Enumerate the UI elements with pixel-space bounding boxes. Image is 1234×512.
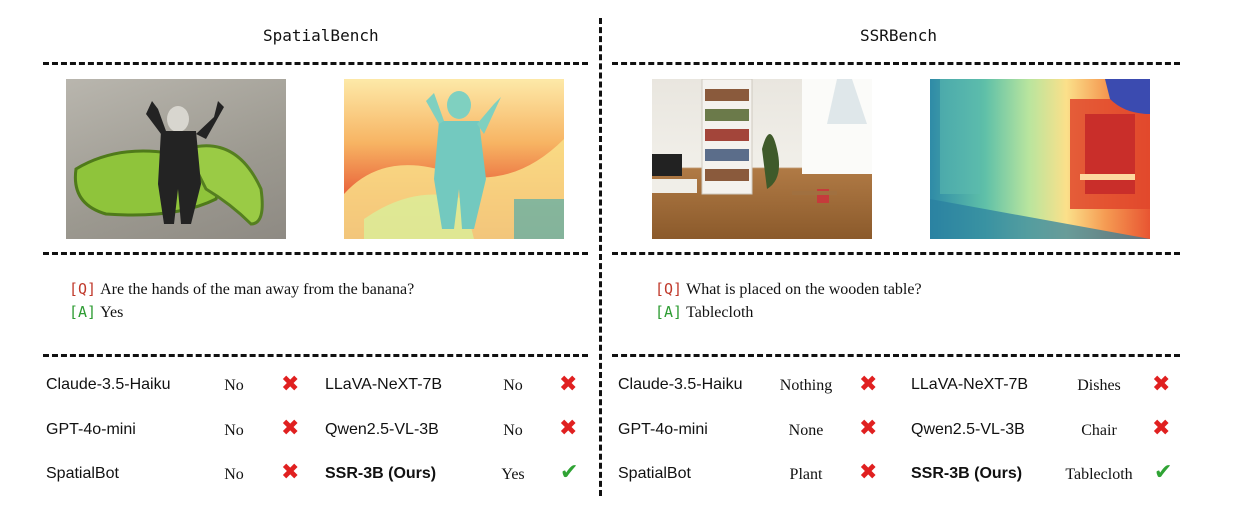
answer-tag: [A] <box>69 303 97 321</box>
model-answer: No <box>224 422 244 439</box>
model-answer: Yes <box>501 466 525 483</box>
cross-icon: ✖ <box>281 372 300 397</box>
divider-mid-left <box>43 252 588 255</box>
model-name: Claude-3.5-Haiku <box>618 376 743 393</box>
divider-mid-right <box>612 252 1180 255</box>
model-name: Claude-3.5-Haiku <box>46 376 171 393</box>
question-text: What is placed on the wooden table? <box>686 281 922 298</box>
answer-text: Yes <box>100 304 124 321</box>
model-name-ours: SSR-3B (Ours) <box>325 465 437 482</box>
model-answer: No <box>224 377 244 394</box>
model-answer: Plant <box>789 466 823 483</box>
model-name: GPT-4o-mini <box>618 421 708 438</box>
ssrbench-question: [Q]What is placed on the wooden table? <box>655 277 922 302</box>
question-tag: [Q] <box>69 280 97 298</box>
cross-icon: ✖ <box>559 416 578 441</box>
model-answer: No <box>224 466 244 483</box>
cross-icon: ✖ <box>281 460 300 485</box>
model-name: LLaVA-NeXT-7B <box>325 376 443 393</box>
model-answer: No <box>503 422 523 439</box>
cross-icon: ✖ <box>859 460 878 485</box>
banana-figure-depth-map <box>344 79 564 239</box>
question-tag: [Q] <box>655 280 683 298</box>
check-icon: ✔ <box>560 460 579 485</box>
divider-top-right <box>612 62 1180 65</box>
divider-bottom-right <box>612 354 1180 357</box>
cross-icon: ✖ <box>859 372 878 397</box>
cross-icon: ✖ <box>1152 416 1171 441</box>
living-room-photo <box>652 79 872 239</box>
spatialbench-answer: [A]Yes <box>69 300 123 325</box>
model-name: Qwen2.5-VL-3B <box>325 421 439 438</box>
model-answer: No <box>503 377 523 394</box>
banana-figure-photo <box>66 79 286 239</box>
vertical-divider <box>599 18 602 496</box>
answer-tag: [A] <box>655 303 683 321</box>
model-name: Qwen2.5-VL-3B <box>911 421 1025 438</box>
living-room-depth-map <box>930 79 1150 239</box>
model-name-ours: SSR-3B (Ours) <box>911 465 1023 482</box>
model-answer: Chair <box>1081 422 1117 439</box>
answer-text: Tablecloth <box>686 304 754 321</box>
cross-icon: ✖ <box>1152 372 1171 397</box>
model-answer: None <box>788 422 824 439</box>
model-answer: Nothing <box>779 377 833 394</box>
model-name: SpatialBot <box>46 465 119 482</box>
cross-icon: ✖ <box>281 416 300 441</box>
model-name: SpatialBot <box>618 465 691 482</box>
ssrbench-title: SSRBench <box>860 26 938 45</box>
ssrbench-answer: [A]Tablecloth <box>655 300 753 325</box>
divider-bottom-left <box>43 354 588 357</box>
divider-top-left <box>43 62 588 65</box>
model-name: GPT-4o-mini <box>46 421 136 438</box>
model-answer: Dishes <box>1077 377 1121 394</box>
question-text: Are the hands of the man away from the b… <box>100 281 415 298</box>
cross-icon: ✖ <box>859 416 878 441</box>
cross-icon: ✖ <box>559 372 578 397</box>
model-name: LLaVA-NeXT-7B <box>911 376 1029 393</box>
model-answer: Tablecloth <box>1065 466 1133 483</box>
spatialbench-question: [Q]Are the hands of the man away from th… <box>69 277 414 302</box>
spatialbench-title: SpatialBench <box>263 26 379 45</box>
check-icon: ✔ <box>1154 460 1173 485</box>
